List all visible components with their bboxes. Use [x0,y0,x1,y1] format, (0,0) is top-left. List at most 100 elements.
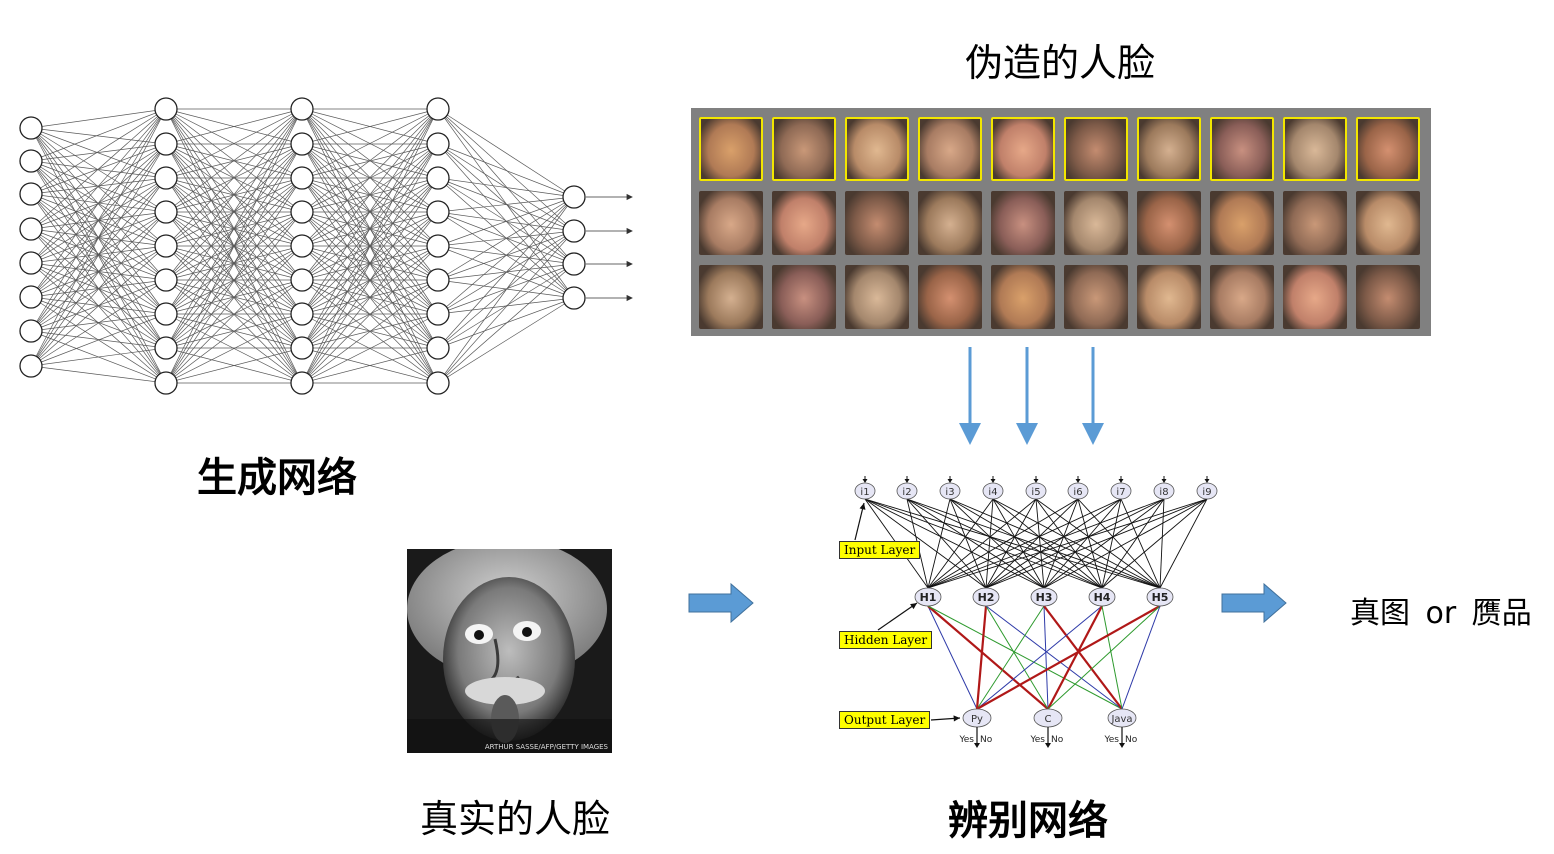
generator-node [562,286,586,310]
generator-edge [437,211,575,265]
generator-node [290,166,314,190]
output-arrow-head [974,743,980,748]
input-arrow-head [1075,479,1081,483]
generator-edge [437,196,575,384]
input-node-label: i4 [988,487,997,498]
hidden-node-label: H5 [1152,591,1169,604]
generator-edge [30,108,167,162]
generator-edge [30,108,167,264]
input-node [1196,482,1218,500]
generator-node [154,166,178,190]
input-layer-pointer-line [854,502,865,541]
photo-credit: ARTHUR SASSE/AFP/GETTY IMAGES [484,743,608,751]
generator-edge [301,108,439,213]
generator-output-arrowhead [626,294,633,302]
output-yes-label: Yes [958,735,974,745]
generator-edge [301,143,439,384]
generator-node [19,319,43,343]
input-arrow-head [862,479,868,483]
generator-edge [301,108,439,315]
fake-face-thumbnail [772,117,836,181]
generator-edge [437,245,575,265]
input-hidden-edge [949,498,1045,589]
input-arrow-head [904,479,910,483]
generator-node [426,97,450,121]
generator-edge [30,313,167,332]
fake-face-thumbnail [845,117,909,181]
generator-node [426,336,450,360]
input-hidden-edge [985,498,1122,589]
output-node-label: Py [971,714,983,725]
input-hidden-edges [864,498,1208,589]
input-hidden-edge [1101,498,1122,589]
fake-face-thumbnail [699,191,763,255]
generator-edge [165,313,303,384]
output-yes-label: Yes [1103,735,1119,745]
generator-edge [30,127,167,145]
generator-edge [165,313,303,349]
generator-nodes [19,97,586,395]
down-arrow [1082,347,1104,445]
input-node [854,482,876,500]
input-node-label: i7 [1116,487,1125,498]
generator-network-diagram [19,97,633,395]
fake-face-thumbnail [918,191,982,255]
output-no-label: No [1051,735,1064,745]
down-arrow-head [1016,423,1038,445]
fake-face-thumbnail [1137,117,1201,181]
generator-edge [165,108,303,213]
generator-edge [301,108,439,247]
generator-edge [30,108,167,230]
generator-output-arrows [586,193,633,302]
hidden-output-edge [1047,605,1161,710]
generator-node [154,132,178,156]
input-arrow-head [1161,479,1167,483]
generator-node [290,97,314,121]
generator-edge [301,347,439,384]
input-node [1025,482,1047,500]
input-node [1067,482,1089,500]
fake-face-thumbnail [1283,191,1347,255]
generator-edge [437,196,575,315]
generator-edge [301,245,439,384]
generator-edge [30,330,167,349]
hidden-output-edge [927,605,978,710]
down-arrow-head [959,423,981,445]
input-hidden-edge [949,498,987,589]
generator-node [154,302,178,326]
generator-edge [30,108,167,195]
generator-connections [30,108,575,384]
hidden-output-edge [975,605,988,710]
input-hidden-edge [1043,498,1122,589]
generator-network-title: 生成网络 [197,455,357,501]
output-yes-label: Yes [1029,735,1045,745]
generator-edge [165,177,303,384]
fake-face-thumbnail [918,117,982,181]
input-arrow-head [947,479,953,483]
generator-edge [437,143,575,265]
fake-face-thumbnail [1283,265,1347,329]
input-hidden-edge [1101,498,1165,589]
generator-node [154,371,178,395]
input-node-label: i1 [860,487,869,498]
fake-face-thumbnail [1210,265,1274,329]
fake-face-thumbnail [1064,265,1128,329]
right-arrow-to-discriminator [688,582,754,624]
input-node-label: i6 [1073,487,1082,498]
fake-face-thumbnail [1356,265,1420,329]
input-hidden-edge [906,498,1045,589]
input-hidden-edge [1035,498,1161,589]
generator-edge [437,196,575,349]
generator-edge [437,297,575,349]
generator-edge [301,143,439,179]
generator-edge [165,279,303,384]
hidden-output-edge [985,605,1049,710]
generator-edge [301,108,439,145]
generator-node [19,354,43,378]
generator-edge [165,245,303,384]
input-arrow-head [1033,479,1039,483]
fake-face-thumbnail [1356,191,1420,255]
generator-edge [30,245,167,367]
generator-node [19,285,43,309]
